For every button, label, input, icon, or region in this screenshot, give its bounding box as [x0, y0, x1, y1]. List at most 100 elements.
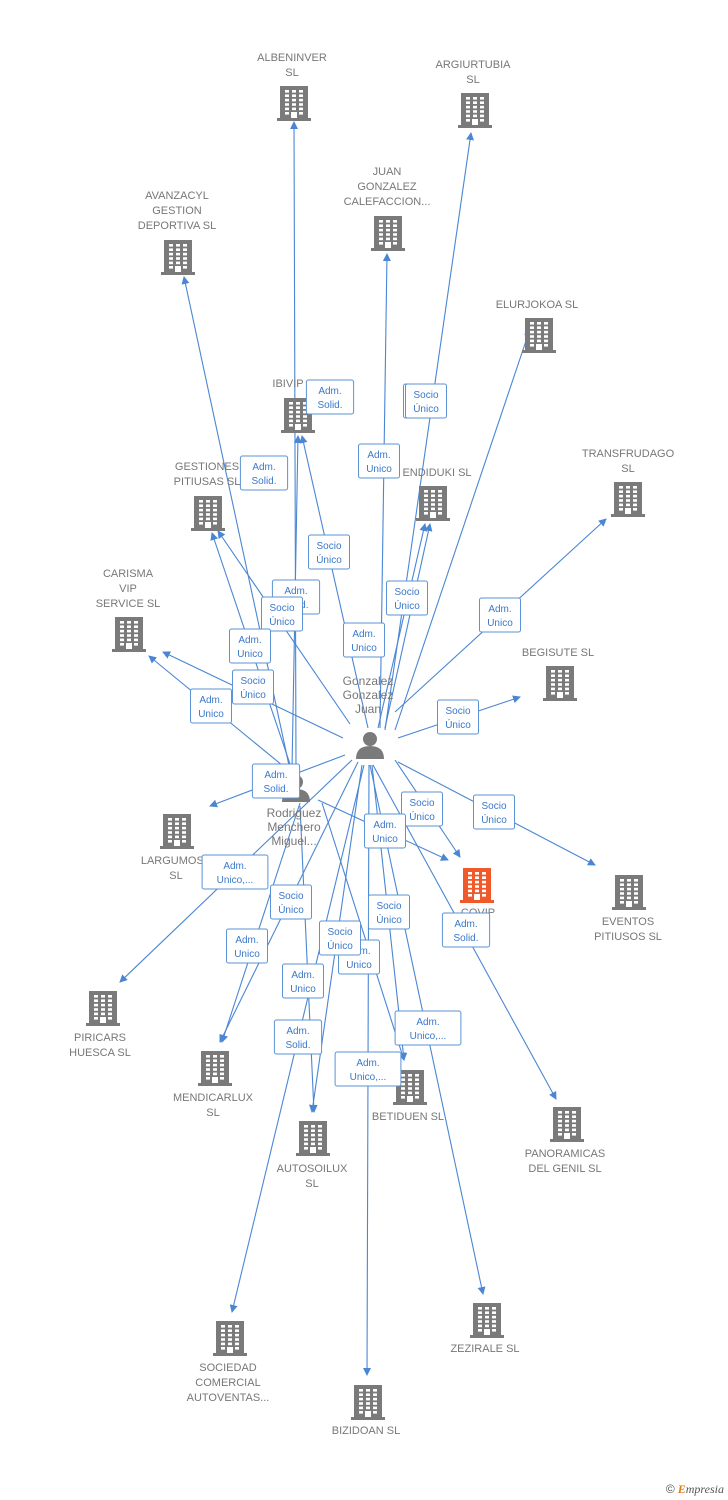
edge-label-text: Adm.	[238, 635, 261, 646]
edge-label[interactable]: Adm.Unico	[229, 628, 271, 664]
person-label: Menchero	[267, 820, 321, 834]
building-icon	[470, 1303, 504, 1338]
company-label: CARISMA	[103, 568, 154, 580]
empresia-watermark[interactable]: © Empresia	[666, 1482, 724, 1497]
edge-label-box	[394, 1010, 462, 1046]
edge-label[interactable]: Adm.Solid.	[239, 455, 289, 491]
company-node-elurjokoa[interactable]: ELURJOKOA SL	[496, 299, 579, 353]
edge-label-box	[239, 455, 289, 491]
edge-label-box	[232, 669, 274, 705]
edge-label-text: Único	[394, 599, 420, 612]
edge-label[interactable]: Adm.Unico	[190, 688, 232, 724]
company-node-sociedad-comercial[interactable]: SOCIEDADCOMERCIALAUTOVENTAS...	[187, 1321, 270, 1404]
company-label: DEL GENIL SL	[528, 1163, 601, 1175]
edge-label-text: Adm.	[454, 919, 477, 930]
edge-label-text: Socio	[376, 901, 401, 912]
edge-label[interactable]: Adm. Solid.	[251, 763, 301, 799]
edge-label[interactable]: Adm. Solid.	[441, 912, 491, 948]
building-icon	[611, 482, 645, 517]
company-label: TRANSFRUDAGO	[582, 448, 675, 460]
company-label: SOCIEDAD	[199, 1362, 257, 1374]
company-label: GESTIONES	[175, 461, 239, 473]
edge-label[interactable]: Adm.Solid.	[273, 1019, 323, 1055]
edge-label-box	[190, 688, 232, 724]
edge-label[interactable]: Adm.Unico	[358, 443, 400, 479]
edge-label[interactable]: Adm.Unico,...	[334, 1051, 402, 1087]
edge-line	[299, 435, 369, 729]
edge-label-box	[282, 963, 324, 999]
edge-label[interactable]: Adm.Unico	[343, 622, 385, 658]
edge-label-text: Unico,...	[217, 875, 254, 886]
company-node-ibivip[interactable]: IBIVIP	[272, 378, 315, 433]
company-label: EVENTOS	[602, 916, 654, 928]
edge-label[interactable]: Adm.Unico	[226, 928, 268, 964]
company-node-panoramicas[interactable]: PANORAMICAS DEL GENIL SL	[525, 1107, 605, 1175]
edge-label[interactable]: Adm.Unico	[282, 963, 324, 999]
company-node-begisute[interactable]: BEGISUTE SL	[522, 647, 594, 701]
person-label: Gonzalez	[343, 674, 394, 688]
company-node-betiduen[interactable]: BETIDUEN SL	[372, 1070, 444, 1123]
company-label: JUAN	[373, 166, 402, 178]
edge-line	[290, 121, 299, 771]
edge-line	[384, 132, 474, 731]
company-node-endiduki[interactable]: ENDIDUKI SL	[402, 467, 472, 521]
company-node-zezirale[interactable]: ZEZIRALE SL	[450, 1303, 520, 1355]
building-icon	[416, 486, 450, 521]
company-label: GONZALEZ	[357, 181, 417, 193]
company-label: BIZIDOAN SL	[332, 1425, 400, 1437]
company-node-juan-gonzalez[interactable]: JUANGONZALEZCALEFACCION...	[344, 166, 431, 251]
edge-label-text: Adm.	[223, 861, 246, 872]
company-label: PITIUSAS SL	[174, 476, 241, 488]
edge-label-text: Socio	[327, 927, 352, 938]
edge-label[interactable]: Adm.Unico	[364, 813, 406, 849]
company-label: SERVICE SL	[96, 598, 161, 610]
edge-label-text: Adm.	[356, 1058, 379, 1069]
edge-label-text: Solid.	[263, 784, 288, 795]
edge-label-box	[308, 534, 350, 570]
company-label: PANORAMICAS	[525, 1148, 605, 1160]
edge-label[interactable]: Adm. Unico,...	[201, 854, 269, 890]
edge-label-box	[358, 443, 400, 479]
company-label: ZEZIRALE SL	[450, 1343, 519, 1355]
edge-label-text: Unico	[234, 949, 260, 960]
company-node-gestiones-pitiusas[interactable]: GESTIONES PITIUSAS SL	[174, 461, 241, 531]
edge-line	[220, 802, 301, 1043]
edge-label[interactable]: Adm.Unico	[479, 597, 521, 633]
building-icon	[522, 318, 556, 353]
company-label: SL	[466, 74, 479, 86]
company-label: DEPORTIVA SL	[138, 220, 216, 232]
company-node-bizidoan[interactable]: BIZIDOAN SL	[332, 1385, 400, 1437]
edge-label-text: Único	[409, 810, 435, 823]
company-label: HUESCA SL	[69, 1047, 131, 1059]
edge-label-text: Adm.	[264, 770, 287, 781]
building-icon	[543, 666, 577, 701]
edge-label[interactable]: Adm.Solid.	[305, 379, 355, 415]
edge-label-text: Unico,...	[410, 1031, 447, 1042]
edge-label[interactable]: Adm.Unico,...	[394, 1010, 462, 1046]
edge-label-text: Unico	[366, 464, 392, 475]
edge-label-text: Solid.	[453, 933, 478, 944]
edge-label-box	[201, 854, 269, 890]
